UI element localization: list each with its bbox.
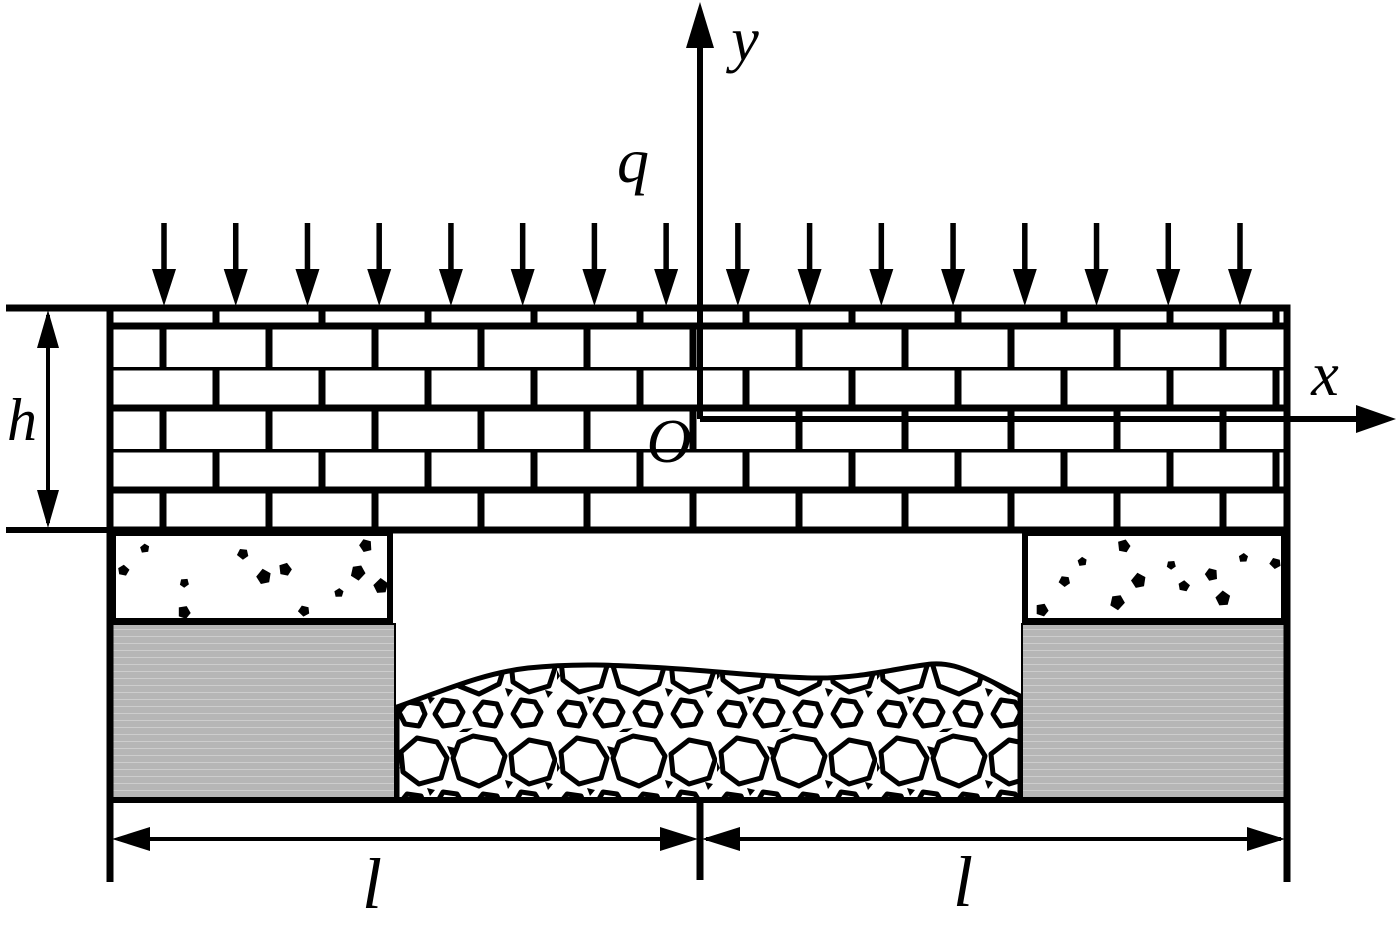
load-arrow-icon	[869, 223, 894, 306]
load-arrow-icon	[654, 223, 679, 306]
x-axis	[700, 405, 1396, 433]
load-arrow-icon	[152, 223, 176, 306]
load-arrow-icon	[1084, 223, 1109, 306]
speckle-dot	[1058, 576, 1070, 587]
x-axis-label: x	[1310, 341, 1339, 409]
span-dimensions	[112, 827, 1285, 851]
speckle-dot	[350, 565, 366, 581]
speckle-dot	[1036, 603, 1049, 617]
load-arrow-icon	[1156, 223, 1181, 306]
h-arrowhead-down-icon	[37, 490, 59, 528]
speckle-dot	[1077, 556, 1087, 566]
load-arrow-icon	[223, 223, 248, 306]
speckle-dot	[279, 562, 292, 576]
speckle-dot	[1238, 553, 1248, 562]
speckle-dot	[236, 549, 249, 560]
y-axis-label: y	[725, 6, 759, 74]
load-arrow-icon	[367, 223, 392, 306]
load-arrow-icon	[438, 223, 463, 306]
load-arrow-icon	[510, 223, 535, 306]
speckle-dot	[256, 568, 271, 584]
load-arrow-icon	[797, 223, 822, 306]
left-span-label: l	[362, 844, 382, 924]
speckle-dot	[1269, 558, 1281, 569]
right-support-speckles	[1036, 539, 1281, 617]
speckle-dot	[297, 605, 310, 617]
right-span-label: l	[953, 842, 973, 922]
speckle-dot	[118, 564, 130, 576]
speckle-dot	[178, 606, 191, 619]
speckle-dot	[359, 539, 372, 552]
left-support-speckles	[118, 539, 388, 619]
load-label: q	[617, 125, 649, 196]
right-support-block	[1021, 623, 1288, 801]
y-axis-arrowhead-icon	[686, 2, 714, 48]
load-arrow-icon	[725, 223, 750, 306]
left-support-concrete-pad	[110, 530, 393, 624]
load-arrow-icon	[582, 223, 607, 306]
x-axis-arrowhead-icon	[1356, 405, 1396, 433]
load-arrow-icon	[1012, 223, 1037, 306]
h-dimension	[37, 310, 59, 528]
rubble-infill	[394, 661, 1023, 803]
speckle-dot	[334, 588, 344, 597]
left-span-arrow-left-icon	[112, 827, 150, 851]
speckle-dot	[1178, 580, 1190, 592]
right-span-arrow-right-icon	[1247, 827, 1285, 851]
load-arrow-icon	[1228, 223, 1252, 306]
h-arrowhead-up-icon	[37, 310, 59, 348]
speckle-dot	[1215, 590, 1231, 606]
speckle-dot	[1166, 561, 1176, 570]
load-arrow-icon	[941, 223, 966, 306]
speckle-dot	[1131, 572, 1146, 588]
right-support-concrete-pad	[1022, 530, 1287, 624]
right-support	[1021, 530, 1288, 801]
y-axis	[686, 2, 714, 419]
speckle-dot	[1118, 539, 1131, 553]
right-span-arrow-left-icon	[702, 827, 740, 851]
height-label: h	[7, 387, 37, 453]
left-support-block	[109, 623, 396, 801]
speckle-dot	[140, 543, 150, 553]
speckle-dot	[1204, 568, 1217, 581]
left-span-arrow-right-icon	[660, 827, 698, 851]
origin-label: O	[647, 408, 692, 476]
speckle-dot	[373, 578, 388, 593]
load-arrow-icon	[295, 223, 320, 306]
left-support	[109, 530, 396, 801]
speckle-dot	[179, 578, 189, 588]
vertical-edges	[106, 530, 1291, 882]
distributed-load-arrows	[152, 223, 1252, 306]
speckle-dot	[1110, 595, 1125, 611]
